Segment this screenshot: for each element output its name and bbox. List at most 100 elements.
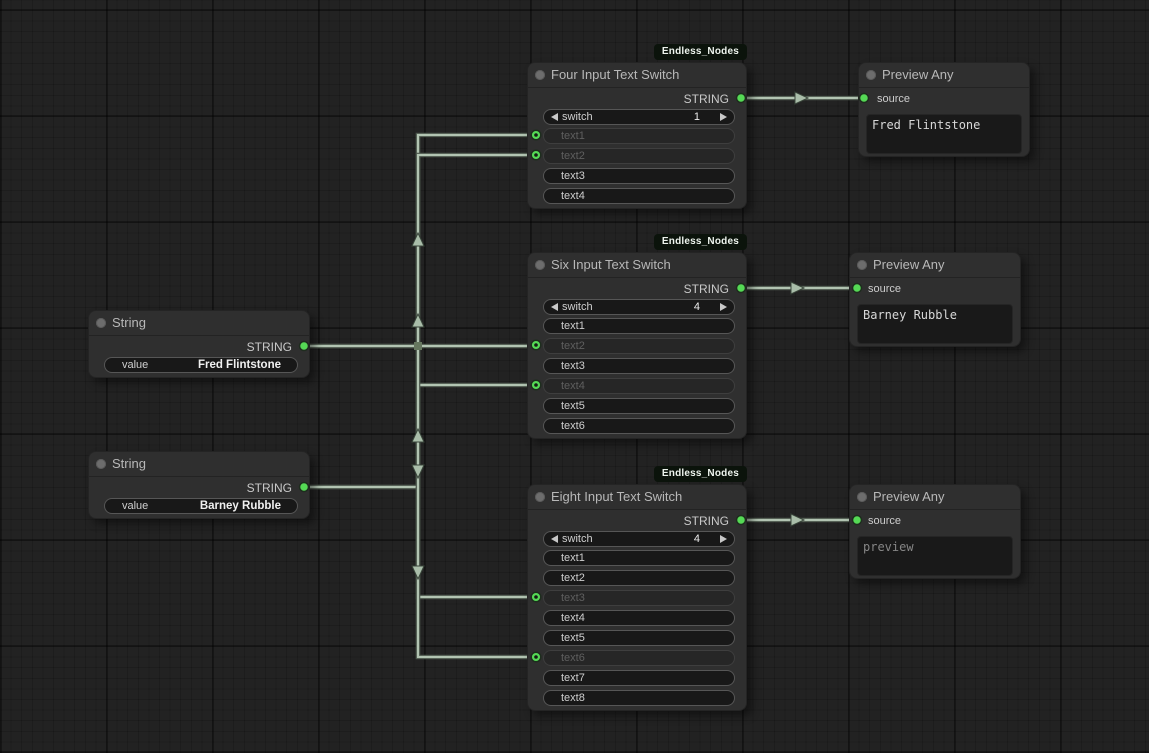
input-dot-four-text1[interactable] — [530, 129, 542, 141]
wire-fred-to-eight-text3 — [415, 346, 536, 600]
widget-label: text2 — [561, 572, 585, 584]
flow-arrow-up-icon — [411, 312, 425, 328]
collapse-dot-icon[interactable] — [535, 492, 545, 502]
increment-arrow-icon[interactable] — [720, 535, 727, 543]
text-widget-text1[interactable]: text1 — [543, 318, 735, 334]
node-six-input-text-switch[interactable]: Endless_Nodes Six Input Text Switch STRI… — [527, 234, 747, 439]
text-widget-text4[interactable]: text4 — [543, 188, 735, 204]
text-widget-text5[interactable]: text5 — [543, 398, 735, 414]
output-slot-label: STRING — [683, 514, 729, 528]
widget-label: text4 — [561, 190, 585, 202]
text-widget-text7[interactable]: text7 — [543, 670, 735, 686]
node-preview-any-middle[interactable]: Preview Any source Barney Rubble — [849, 252, 1021, 347]
input-label: text2 — [561, 150, 585, 162]
collapse-dot-icon[interactable] — [857, 260, 867, 270]
output-dot-string-barney[interactable] — [298, 481, 310, 493]
preview-text-area[interactable]: preview — [857, 536, 1013, 576]
node-preview-any-top[interactable]: Preview Any source Fred Flintstone — [858, 62, 1030, 157]
node-string-barney[interactable]: String STRING value Barney Rubble — [88, 451, 310, 519]
collapse-dot-icon[interactable] — [535, 70, 545, 80]
switch-combo-widget[interactable]: switch 4 — [543, 299, 735, 315]
node-eight-input-text-switch[interactable]: Endless_Nodes Eight Input Text Switch ST… — [527, 466, 747, 711]
input-label: text2 — [561, 340, 585, 352]
widget-label: text4 — [561, 612, 585, 624]
text-widget-text1[interactable]: text1 — [543, 550, 735, 566]
output-dot-string-fred[interactable] — [298, 340, 310, 352]
output-dot-four-switch[interactable] — [735, 92, 747, 104]
text-widget-text3[interactable]: text3 — [543, 168, 735, 184]
text-widget-text8[interactable]: text8 — [543, 690, 735, 706]
flow-arrow-down-icon — [411, 464, 425, 480]
input-row-text2[interactable]: text2 — [543, 148, 735, 164]
value-widget[interactable]: value Barney Rubble — [104, 498, 298, 514]
switch-combo-widget[interactable]: switch 4 — [543, 531, 735, 547]
text-widget-text5[interactable]: text5 — [543, 630, 735, 646]
node-title-bar[interactable]: Preview Any — [859, 63, 1029, 88]
input-dot-preview-top-source[interactable] — [858, 92, 870, 104]
collapse-dot-icon[interactable] — [96, 318, 106, 328]
widget-label: text1 — [561, 552, 585, 564]
node-title-label: String — [112, 456, 146, 471]
switch-combo-widget[interactable]: switch 1 — [543, 109, 735, 125]
input-dot-eight-text6[interactable] — [530, 651, 542, 663]
input-dot-preview-mid-source[interactable] — [851, 282, 863, 294]
increment-arrow-icon[interactable] — [720, 113, 727, 121]
node-title-bar[interactable]: Six Input Text Switch — [528, 253, 746, 278]
widget-value: 1 — [693, 111, 700, 123]
increment-arrow-icon[interactable] — [720, 303, 727, 311]
collapse-dot-icon[interactable] — [96, 459, 106, 469]
output-slot-label: STRING — [246, 481, 292, 495]
node-title-bar[interactable]: String — [89, 452, 309, 477]
input-dot-six-text4[interactable] — [530, 379, 542, 391]
input-dot-six-text2[interactable] — [530, 339, 542, 351]
output-dot-six-switch[interactable] — [735, 282, 747, 294]
output-slot-label: STRING — [246, 340, 292, 354]
preview-text-area[interactable]: Fred Flintstone — [866, 114, 1022, 154]
widget-label: text7 — [561, 672, 585, 684]
widget-label: text3 — [561, 360, 585, 372]
input-row-text2[interactable]: text2 — [543, 338, 735, 354]
widget-label: text5 — [561, 400, 585, 412]
input-slot-label: source — [877, 93, 911, 105]
input-dot-eight-text3[interactable] — [530, 591, 542, 603]
input-row-text3[interactable]: text3 — [543, 590, 735, 606]
output-dot-eight-switch[interactable] — [735, 514, 747, 526]
input-row-text4[interactable]: text4 — [543, 378, 735, 394]
value-widget[interactable]: value Fred Flintstone — [104, 357, 298, 373]
decrement-arrow-icon[interactable] — [551, 303, 558, 311]
collapse-dot-icon[interactable] — [857, 492, 867, 502]
flow-arrow-right-icon — [794, 91, 810, 105]
input-dot-preview-bottom-source[interactable] — [851, 514, 863, 526]
input-dot-four-text2[interactable] — [530, 149, 542, 161]
input-row-text1[interactable]: text1 — [543, 128, 735, 144]
node-string-fred[interactable]: String STRING value Fred Flintstone — [88, 310, 310, 378]
node-title-bar[interactable]: Four Input Text Switch — [528, 63, 746, 88]
node-title-bar[interactable]: Eight Input Text Switch — [528, 485, 746, 510]
node-four-input-text-switch[interactable]: Endless_Nodes Four Input Text Switch STR… — [527, 44, 747, 209]
text-widget-text3[interactable]: text3 — [543, 358, 735, 374]
preview-text-area[interactable]: Barney Rubble — [857, 304, 1013, 344]
node-category-badge: Endless_Nodes — [653, 234, 747, 250]
collapse-dot-icon[interactable] — [866, 70, 876, 80]
widget-label: switch — [562, 111, 593, 123]
widget-label: switch — [562, 301, 593, 313]
node-title-bar[interactable]: Preview Any — [850, 485, 1020, 510]
decrement-arrow-icon[interactable] — [551, 535, 558, 543]
input-label: text6 — [561, 652, 585, 664]
text-widget-text2[interactable]: text2 — [543, 570, 735, 586]
node-title-bar[interactable]: String — [89, 311, 309, 336]
output-slot-label: STRING — [683, 282, 729, 296]
input-row-text6[interactable]: text6 — [543, 650, 735, 666]
node-title-bar[interactable]: Preview Any — [850, 253, 1020, 278]
text-widget-text4[interactable]: text4 — [543, 610, 735, 626]
text-widget-text6[interactable]: text6 — [543, 418, 735, 434]
node-preview-any-bottom[interactable]: Preview Any source preview — [849, 484, 1021, 579]
collapse-dot-icon[interactable] — [535, 260, 545, 270]
widget-label: text5 — [561, 632, 585, 644]
widget-value: Barney Rubble — [199, 500, 281, 512]
input-label: text3 — [561, 592, 585, 604]
decrement-arrow-icon[interactable] — [551, 113, 558, 121]
flow-arrow-down-icon — [411, 565, 425, 581]
widget-label: switch — [562, 533, 593, 545]
